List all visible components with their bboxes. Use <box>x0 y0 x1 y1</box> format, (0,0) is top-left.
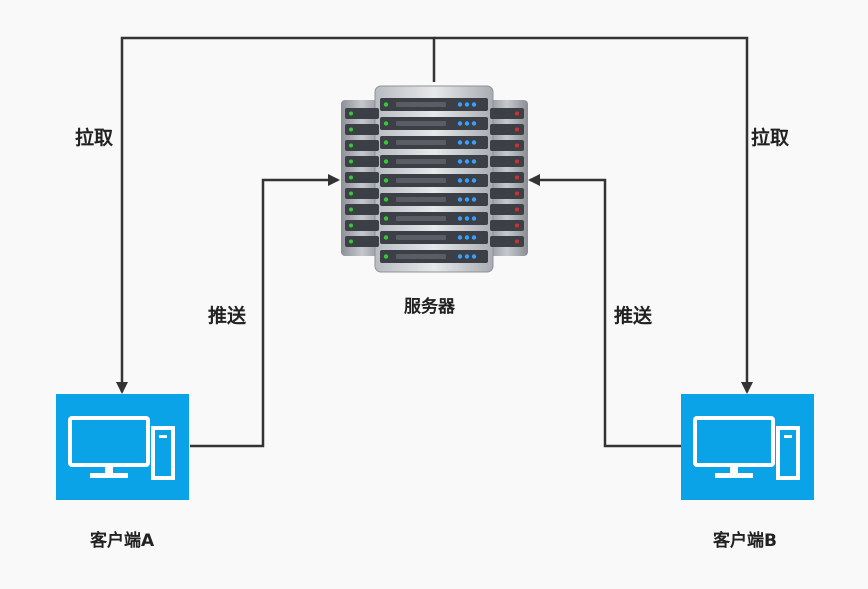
status-led <box>383 140 389 145</box>
client-a-computer <box>56 394 189 500</box>
status-led <box>383 121 389 126</box>
drive-slot <box>396 102 446 107</box>
drive-slot <box>396 159 446 164</box>
status-led <box>464 235 470 240</box>
client-b-label: 客户端B <box>713 531 777 551</box>
drive-slot <box>396 216 446 221</box>
status-led <box>464 159 470 164</box>
server-unit <box>345 204 379 215</box>
status-led <box>349 207 353 212</box>
status-led <box>471 197 477 202</box>
status-led <box>464 178 470 183</box>
server-unit <box>490 156 524 167</box>
status-led <box>349 127 353 132</box>
status-led <box>457 178 463 183</box>
server-unit <box>490 204 524 215</box>
status-led <box>349 143 353 148</box>
server-unit <box>490 140 524 151</box>
status-led <box>349 191 353 196</box>
status-led <box>515 127 519 132</box>
status-led <box>471 140 477 145</box>
desktop-computer-icon <box>693 416 800 480</box>
server-unit <box>490 220 524 231</box>
status-led <box>457 159 463 164</box>
pull-connector <box>116 36 753 394</box>
push-label-left: 推送 <box>208 305 247 327</box>
status-led <box>464 197 470 202</box>
push-label-right: 推送 <box>614 305 653 327</box>
desktop-computer-icon <box>68 416 175 480</box>
drive-slot <box>396 121 446 126</box>
server-unit <box>345 156 379 167</box>
status-led <box>515 239 519 244</box>
drive-slot <box>396 254 446 259</box>
status-led <box>457 197 463 202</box>
server-unit <box>490 108 524 119</box>
client-b-computer <box>681 394 814 500</box>
pull-label-right: 拉取 <box>751 127 790 149</box>
status-led <box>515 207 519 212</box>
server-unit <box>345 140 379 151</box>
status-led <box>457 254 463 259</box>
status-led <box>383 102 389 107</box>
status-led <box>349 239 353 244</box>
status-led <box>515 111 519 116</box>
server-unit <box>490 188 524 199</box>
status-led <box>515 175 519 180</box>
server-unit <box>490 236 524 247</box>
status-led <box>383 178 389 183</box>
server-unit <box>345 108 379 119</box>
status-led <box>515 223 519 228</box>
server-unit <box>345 220 379 231</box>
drive-slot <box>396 140 446 145</box>
drive-slot <box>396 235 446 240</box>
status-led <box>457 121 463 126</box>
status-led <box>464 140 470 145</box>
status-led <box>349 223 353 228</box>
status-led <box>471 178 477 183</box>
status-led <box>515 159 519 164</box>
server-label: 服务器 <box>404 297 455 317</box>
server-unit <box>345 236 379 247</box>
status-led <box>349 111 353 116</box>
status-led <box>457 140 463 145</box>
server-unit <box>345 124 379 135</box>
status-led <box>515 191 519 196</box>
status-led <box>471 254 477 259</box>
status-led <box>457 102 463 107</box>
status-led <box>471 216 477 221</box>
push-connector-right <box>528 174 682 448</box>
status-led <box>383 254 389 259</box>
status-led <box>457 216 463 221</box>
drive-slot <box>396 178 446 183</box>
server-unit <box>490 172 524 183</box>
status-led <box>471 235 477 240</box>
status-led <box>383 235 389 240</box>
status-led <box>471 121 477 126</box>
server-unit <box>345 188 379 199</box>
server-unit <box>345 172 379 183</box>
status-led <box>383 159 389 164</box>
server-unit <box>490 124 524 135</box>
status-led <box>471 102 477 107</box>
status-led <box>464 216 470 221</box>
status-led <box>471 159 477 164</box>
status-led <box>464 121 470 126</box>
push-connector-left <box>190 174 340 448</box>
client-a-label: 客户端A <box>90 531 155 551</box>
pull-label-left: 拉取 <box>75 127 114 149</box>
status-led <box>515 143 519 148</box>
status-led <box>464 254 470 259</box>
drive-slot <box>396 197 446 202</box>
server-rack-icon <box>341 85 528 273</box>
status-led <box>457 235 463 240</box>
status-led <box>464 102 470 107</box>
status-led <box>349 159 353 164</box>
status-led <box>383 197 389 202</box>
status-led <box>383 216 389 221</box>
status-led <box>349 175 353 180</box>
